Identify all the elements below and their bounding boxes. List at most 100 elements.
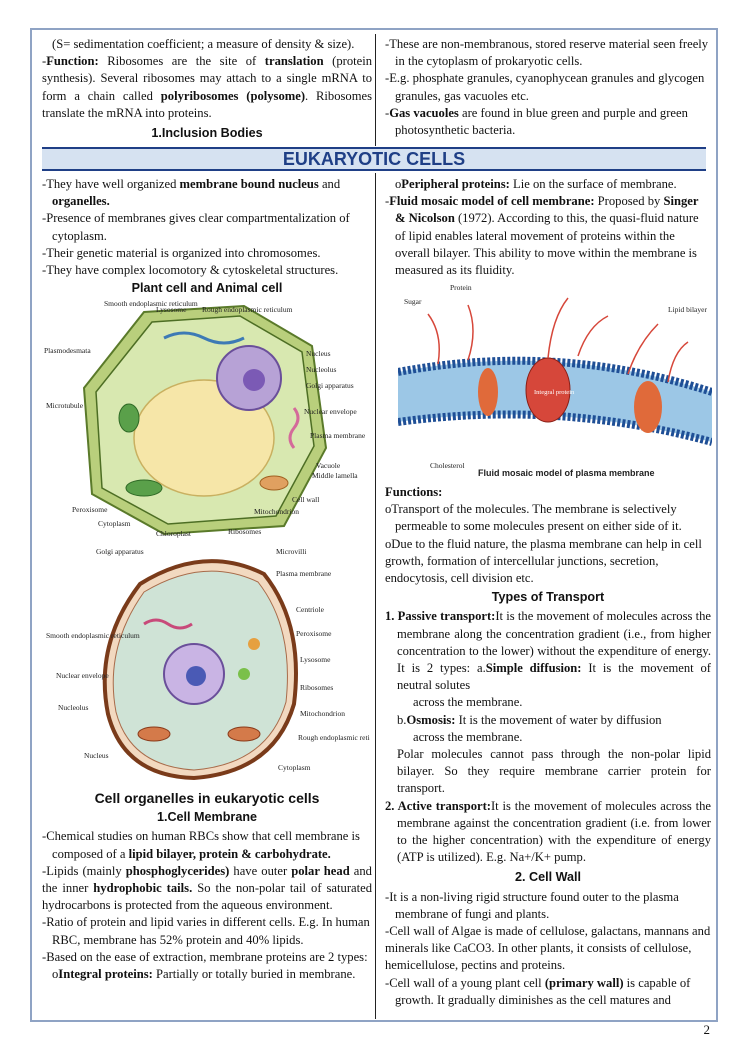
inclusion-desc: -These are non-membranous, stored reserv… [385,37,709,69]
fluid-mosaic: -Fluid mosaic model of cell membrane: Pr… [385,194,699,278]
bullet-genetic: -Their genetic material is organized int… [42,245,321,260]
cm-types: -Based on the ease of extraction, membra… [42,949,368,964]
plant-animal-title: Plant cell and Animal cell [131,281,283,296]
label-animal-lysosome: Lysosome [300,655,331,664]
label-smooth-er: Smooth endoplasmic reticulum [104,299,198,308]
sedimentation-note: (S= sedimentation coefficient; a measure… [52,37,355,51]
label-animal-mitochondrion: Mitochondrion [300,709,345,718]
label-nucleus: Nucleus [306,349,331,358]
peripheral-proteins: oPeripheral proteins: Lie on the surface… [395,177,677,191]
column-divider-main [375,173,376,1019]
fluid-mosaic-diagram: Sugar Protein Lipid bilayer Integral pro… [398,283,712,478]
label-animal-nuclear-envelope: Nuclear envelope [56,671,109,680]
top-right-column: -These are non-membranous, stored reserv… [385,36,711,139]
inclusion-examples: -E.g. phosphate granules, cyanophycean g… [385,71,705,103]
page-frame [30,28,718,1022]
label-middle-lamella: Middle lamella [312,471,358,480]
active-transport: 2. Active transport:It is the movement o… [385,798,711,865]
label-sugar: Sugar [404,297,422,306]
cm-integral: oIntegral proteins: Partially or totally… [52,967,356,982]
label-plasma-membrane: Plasma membrane [310,431,366,440]
right-upper: oPeripheral proteins: Lie on the surface… [385,176,711,279]
animal-mitochondrion-2 [227,726,261,742]
diffusion-tail: across the membrane. [413,695,523,710]
cm-chemical: -Chemical studies on human RBCs show tha… [42,829,360,861]
passive-transport: 1. Passive transport:It is the movement … [385,609,711,693]
label-nucleolus: Nucleolus [306,365,336,374]
plant-rough-er [163,331,245,345]
cell-wall-2: -Cell wall of Algae is made of cellulose… [385,924,711,973]
label-lysosome: Lysosome [156,305,187,314]
protein-shape-2 [478,368,498,416]
label-vacuole: Vacuole [316,461,341,470]
label-animal-ribosomes: Ribosomes [300,683,333,692]
sugar-chains [427,297,689,383]
label-lipid-bilayer: Lipid bilayer [668,305,707,314]
gas-vacuoles-note: -Gas vacuoles are found in blue green an… [385,105,688,138]
cell-wall-1: -It is a non-living rigid structure foun… [385,889,679,921]
label-animal-nucleus: Nucleus [84,751,109,760]
function-transport: oTransport of the molecules. The membran… [385,502,682,534]
function-fluid: oDue to the fluid nature, the plasma mem… [385,536,702,586]
polar-molecules: Polar molecules cannot pass through the … [397,747,711,796]
inclusion-bodies-heading: 1.Inclusion Bodies [151,126,263,141]
label-animal-peroxisome: Peroxisome [296,629,332,638]
animal-cell-diagram: Golgi apparatus Microvilli Plasma membra… [46,547,370,781]
label-animal-cytoplasm: Cytoplasm [278,763,311,772]
osmosis-tail: across the membrane. [413,729,523,744]
animal-peroxisome [248,638,260,650]
bullet-nucleus: -They have well organized membrane bound… [42,177,341,209]
label-protein: Protein [450,283,472,292]
cm-lipids: -Lipids (mainly phosphoglycerides) have … [42,863,372,913]
label-cell-wall: Cell wall [292,495,319,504]
label-cholesterol: Cholesterol [430,461,465,470]
cell-wall-3: -Cell wall of a young plant cell (primar… [385,975,691,1007]
left-lower: Cell organelles in eukaryotic cells 1.Ce… [42,786,372,983]
label-ribosomes: Ribosomes [228,527,261,536]
label-chloroplast: Chloroplast [156,529,192,538]
plant-mitochondrion [259,475,289,491]
cell-membrane-heading: 1.Cell Membrane [156,810,258,825]
label-nuclear-envelope: Nuclear envelope [304,407,357,416]
label-golgi: Golgi apparatus [306,381,354,390]
label-animal-rough-er: Rough endoplasmic reticulum [298,733,370,742]
left-intro: -They have well organized membrane bound… [42,176,372,299]
fluid-mosaic-caption: Fluid mosaic model of plasma membrane [478,468,655,478]
bullet-membranes: -Presence of membranes gives clear compa… [42,211,350,243]
protein-shape-3 [634,381,662,433]
column-divider-top [375,34,376,146]
label-animal-golgi: Golgi apparatus [96,547,144,556]
label-microtubule: Microtubule [46,401,84,410]
transport-heading: Types of Transport [491,590,605,605]
organelles-heading: Cell organelles in eukaryotic cells [94,790,320,806]
top-left-column: (S= sedimentation coefficient; a measure… [42,36,372,144]
label-mitochondrion: Mitochondrion [254,507,299,516]
label-animal-nucleolus: Nucleolus [58,703,88,712]
osmosis: b.Osmosis: It is the movement of water b… [397,712,662,727]
label-animal-plasma-membrane: Plasma membrane [276,569,332,578]
right-lower: Functions: oTransport of the molecules. … [385,484,711,1009]
label-microvilli: Microvilli [276,547,306,556]
page-number: 2 [703,1022,711,1037]
bullet-locomotory: -They have complex locomotory & cytoskel… [42,263,339,278]
plant-chloroplast [125,479,163,497]
cell-wall-heading: 2. Cell Wall [514,870,582,885]
label-rough-er: Rough endoplasmic reticulum [202,305,293,314]
animal-mitochondrion [137,726,171,742]
plant-golgi [288,407,300,449]
label-animal-smooth-er: Smooth endoplasmic reticulum [46,631,140,640]
label-centriole: Centriole [296,605,325,614]
animal-golgi [143,618,193,630]
plant-nucleolus [243,369,265,391]
ribosome-function-paragraph: -Function: Ribosomes are the site of tra… [42,54,373,120]
label-plasmodesmata: Plasmodesmata [44,346,91,355]
bilayer-top-heads [398,356,712,396]
eukaryotic-cells-banner: EUKARYOTIC CELLS [42,147,706,171]
label-cytoplasm: Cytoplasm [98,519,131,528]
animal-lysosome [238,668,250,680]
animal-nucleolus [186,666,206,686]
label-peroxisome: Peroxisome [72,505,108,514]
plant-chloroplast-2 [118,403,140,433]
functions-label: Functions: [385,485,443,499]
bilayer-bottom-heads [398,410,712,446]
